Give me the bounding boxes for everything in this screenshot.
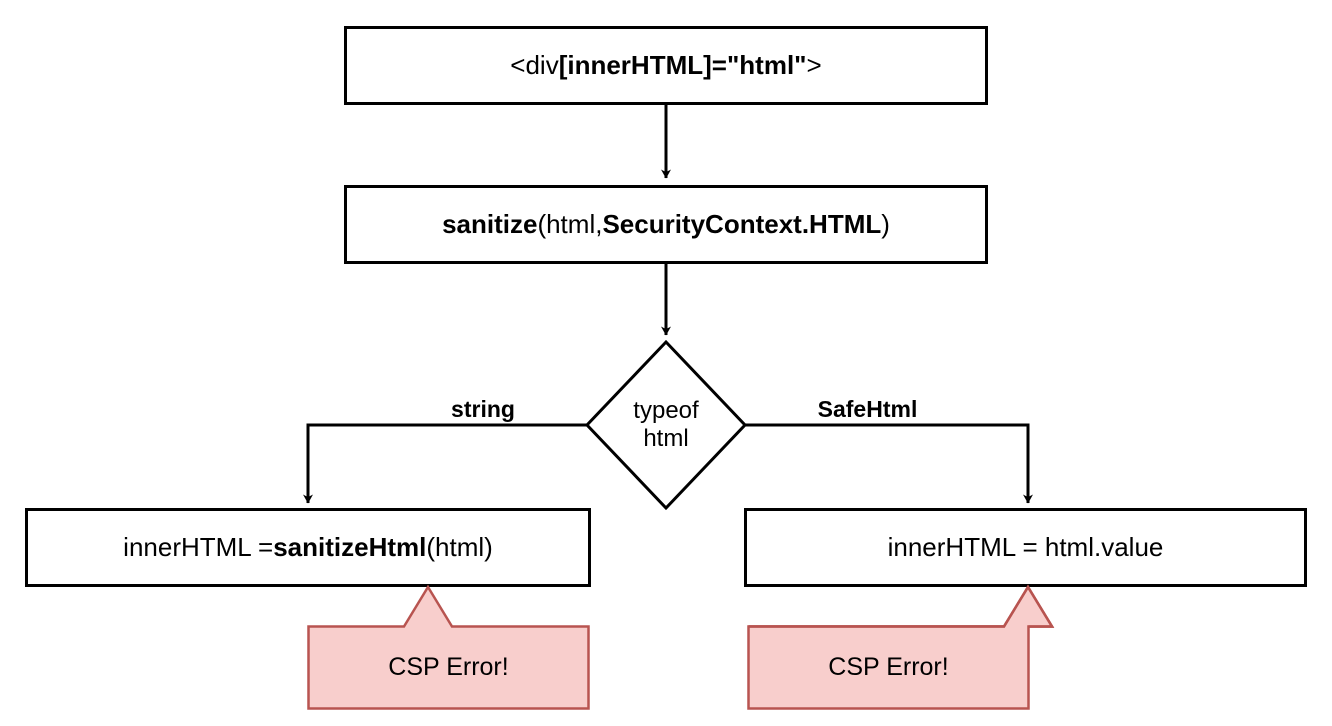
node-sanitize-call[interactable] [344,185,988,264]
edge-decision-safehtml [745,423,1033,504]
node-template-binding[interactable] [344,26,988,105]
node-assign-sanitized[interactable] [25,508,591,587]
node-assign-value[interactable] [744,508,1307,587]
node-typeof-decision[interactable] [584,339,748,511]
edge-decision-string [303,423,587,504]
node-csp-error-right-full[interactable] [747,584,1055,710]
node-csp-error-left[interactable] [307,584,590,710]
node-csp-error-right-outline[interactable] [748,584,1055,628]
